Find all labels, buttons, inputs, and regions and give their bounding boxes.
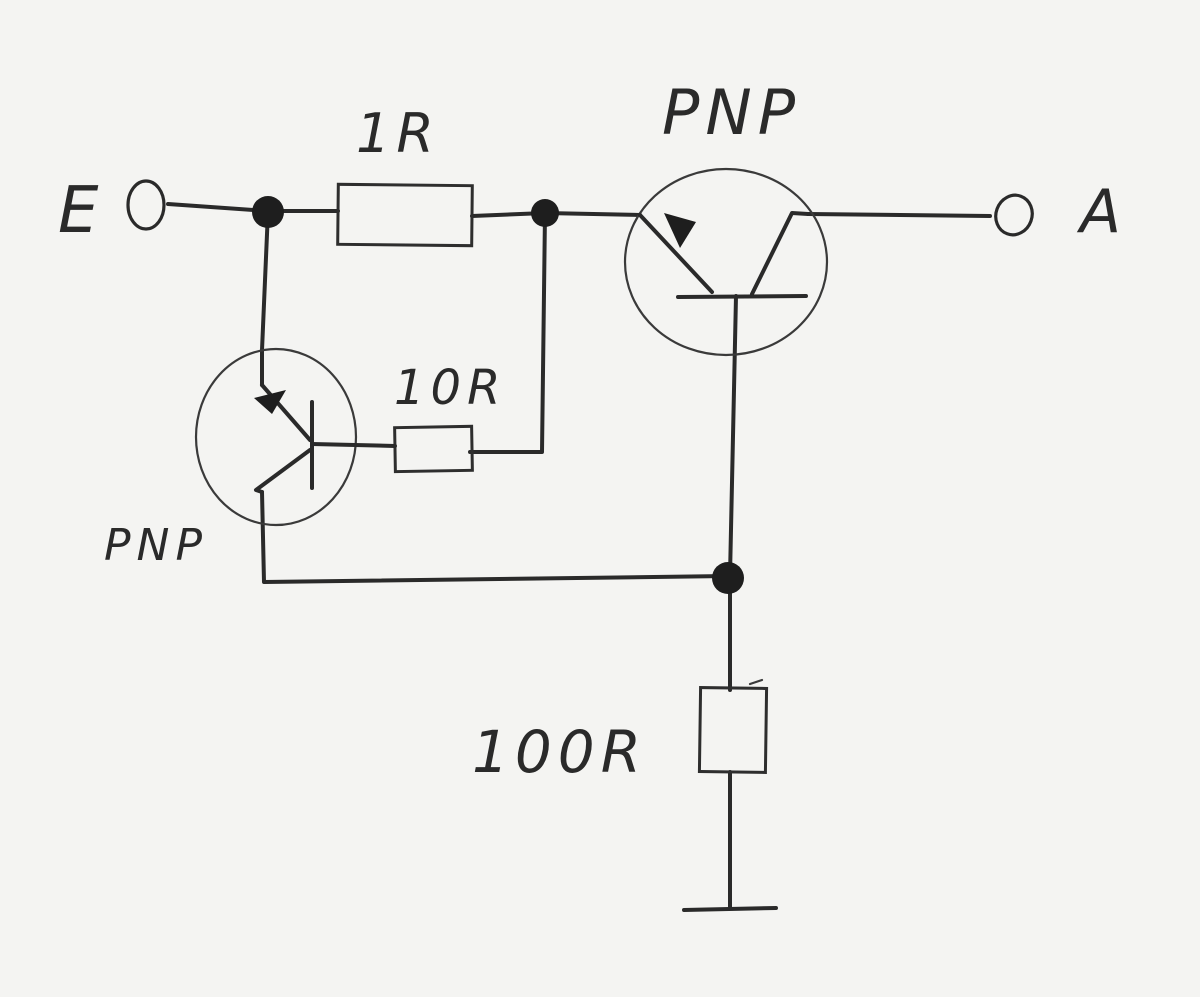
resistor-10r	[393, 424, 474, 474]
junction-node-2	[531, 199, 559, 227]
resistor-100r-label: 100R	[472, 718, 647, 786]
terminal-input-label: E	[58, 174, 104, 248]
wire-node1-to-sense-emitter	[260, 209, 270, 387]
transistor-main-pnp	[623, 167, 829, 357]
resistor-100r	[697, 686, 769, 774]
wire-node2-to-10r	[468, 211, 547, 454]
junction-node-1	[252, 196, 284, 228]
transistor-sense-type-label: PNP	[104, 520, 208, 571]
wire-sense-collector-to-node3	[260, 490, 730, 584]
wire-collector-to-output	[806, 212, 992, 218]
resistor-10r-label: 10R	[394, 360, 506, 416]
wire-node2-to-emitter	[543, 211, 642, 217]
transistor-sense-pnp	[194, 347, 397, 527]
transistor-main-type-label: PNP	[662, 76, 801, 149]
wire-input-to-node1	[166, 202, 270, 213]
resistor-1r	[336, 182, 474, 248]
resistor-1r-label: 1R	[356, 102, 440, 165]
terminal-output	[994, 193, 1034, 237]
junction-node-3	[712, 562, 744, 594]
wire-base-to-node3	[728, 294, 738, 578]
terminal-output-label: A	[1076, 177, 1127, 247]
terminal-input	[126, 179, 166, 231]
ground-symbol	[682, 906, 778, 912]
resistor-100r-tick	[748, 678, 764, 686]
